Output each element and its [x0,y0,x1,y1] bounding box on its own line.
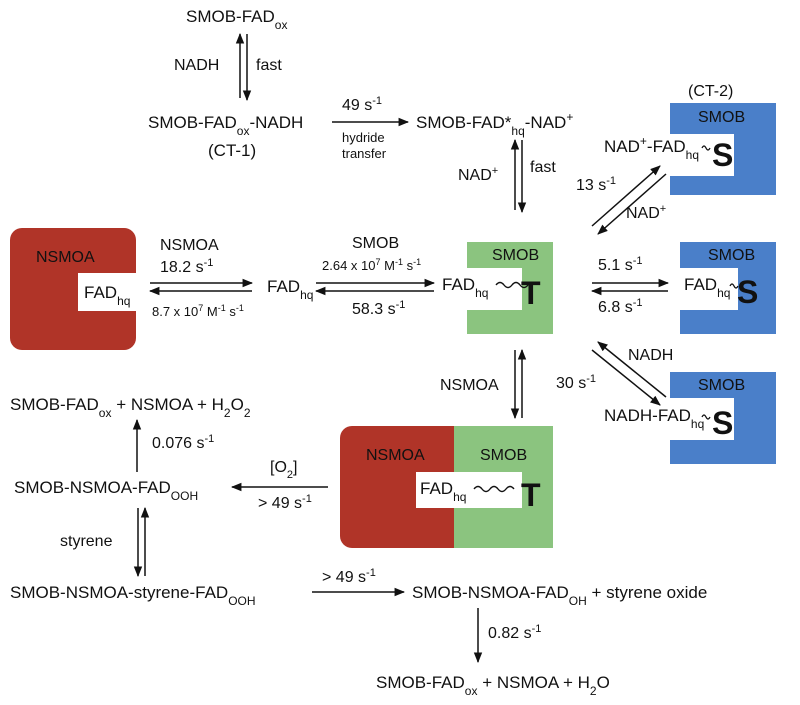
smob-s-mid-letter: S [737,274,758,310]
label-nadh-2: NADH [628,347,673,364]
species-smob-fad-ox-top: SMOB-FADox [186,7,287,32]
label-rate-49-top: 49 s-1 [342,95,382,114]
label-rate-2-64e7: 2.64 x 107 M-1 s-1 [322,257,421,273]
smob-s-box-ct2: SMOB NAD+-FADhq S [604,103,776,195]
label-nsmoa-2: NSMOA [440,377,499,394]
ct1-label: (CT-1) [208,141,256,160]
label-nad-plus-1: NAD+ [458,165,498,184]
label-rate-gt49-2: > 49 s-1 [322,567,376,586]
nsmoa-smob-complex: NSMOA SMOB FADhq T [340,426,553,548]
smob-s-mid-title: SMOB [708,247,755,264]
label-rate-58-3: 58.3 s-1 [352,299,405,318]
label-rate-gt49-1: > 49 s-1 [258,493,312,512]
species-smob-nsmoa-fadoh: SMOB-NSMOA-FADOH + styrene oxide [412,583,707,608]
label-rate-0-076: 0.076 s-1 [152,433,214,452]
smob-s-box-nadh: SMOB NADH-FADhq S [604,372,776,464]
arrow-nadh-release [597,341,667,398]
nsmoa-box-left: NSMOA FADhq [10,228,136,350]
smob-s-box-mid: SMOB FADhq S [680,242,776,334]
species-smob-nsmoa-styrene-fadooh: SMOB-NSMOA-styrene-FADOOH [10,583,256,608]
label-styrene: styrene [60,533,113,550]
label-rate-13: 13 s-1 [576,175,616,194]
species-fad-hq-free: FADhq [267,277,313,302]
ct2-label: (CT-2) [688,83,733,100]
nsmoa-box-fad: FADhq [84,283,130,308]
species-smob-fad-ox-water: SMOB-FADox + NSMOA + H2O [376,673,610,698]
smob-t-box-center: SMOB FADhq T [442,242,553,334]
arrow-ct2-up [591,165,661,227]
species-smob-fadstar-nad: SMOB-FAD*hq-NAD+ [416,110,573,138]
label-smob: SMOB [352,235,399,252]
label-transfer: transfer [342,146,387,161]
label-nsmoa: NSMOA [160,237,219,254]
arrow-ct2-down [597,173,667,235]
label-fast-1: fast [256,57,282,74]
arrow-nadh-bind [591,349,661,406]
species-smob-fad-ox-nadh: SMOB-FADox-NADH [148,113,303,138]
smob-s-ct2-fad: NAD+-FADhq [604,134,699,162]
label-rate-18-2: 18.2 s-1 [160,257,213,276]
label-rate-30: 30 s-1 [556,373,596,392]
smob-s-mid-fad: FADhq [684,275,730,300]
smob-s-ct2-title: SMOB [698,109,745,126]
complex-smob-title: SMOB [480,447,527,464]
label-rate-6-8: 6.8 s-1 [598,297,642,316]
nsmoa-box-fill [10,228,136,350]
label-nad-plus-2: NAD+ [626,203,666,222]
label-o2: [O2] [270,459,297,481]
label-nadh-1: NADH [174,57,219,74]
smob-s-nadh-title: SMOB [698,377,745,394]
smob-t-box-title: SMOB [492,247,539,264]
smob-t-box-fad: FADhq [442,275,488,300]
smob-s-ct2-letter: S [712,137,733,173]
nsmoa-box-title: NSMOA [36,249,95,266]
label-rate-8-7e7: 8.7 x 107 M-1 s-1 [152,303,244,319]
smob-t-box-letter: T [521,275,541,311]
label-rate-0-82: 0.82 s-1 [488,623,541,642]
species-smob-fad-ox-products: SMOB-FADox + NSMOA + H2O2 [10,395,251,420]
complex-nsmoa-title: NSMOA [366,447,425,464]
smob-s-nadh-fad: NADH-FADhq [604,406,704,431]
smob-s-nadh-letter: S [712,405,733,441]
complex-fad: FADhq [420,479,466,504]
species-smob-nsmoa-fadooh: SMOB-NSMOA-FADOOH [14,478,198,503]
label-hydride: hydride [342,130,385,145]
label-rate-5-1: 5.1 s-1 [598,255,642,274]
label-fast-2: fast [530,159,556,176]
complex-letter: T [521,477,541,513]
